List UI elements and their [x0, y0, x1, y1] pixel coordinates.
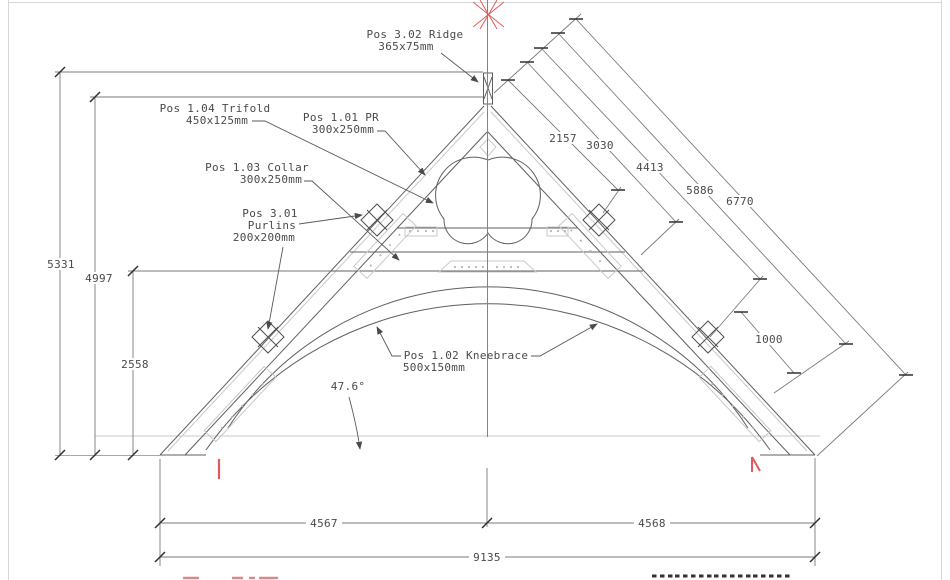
kneebrace-plate-left	[203, 365, 277, 443]
collar-joint-plate-right	[558, 212, 622, 280]
center-plate-dots	[453, 265, 520, 269]
setting-out-mark-right	[751, 456, 761, 472]
label-trifold-line2: 450x125mm	[186, 114, 248, 127]
purlin-markers	[251, 203, 725, 354]
label-purlins: Pos 3.01 Purlins 200x200mm	[233, 207, 363, 330]
centerline-group	[217, 0, 761, 479]
dim-purlin-offset: 1000	[734, 311, 801, 374]
joint-plates	[203, 212, 772, 443]
label-purlins-line1: Pos 3.01	[242, 207, 297, 220]
purlin-marker-left-upper	[360, 203, 394, 237]
right-rafter-outer-edge	[490, 105, 816, 456]
dimensions: 5331 4997 2558	[44, 13, 913, 566]
purlin-marker-right-upper	[582, 203, 616, 237]
dim-height-total: 5331	[44, 66, 483, 461]
dim-pitch-angle: 47.6°	[331, 380, 366, 450]
left-rafter-inner-edge	[184, 131, 488, 456]
rafter-dim-ticks	[501, 18, 913, 376]
dim-text-9135: 9135	[473, 551, 501, 564]
label-ridge-line1: Pos 3.02 Ridge	[367, 28, 464, 41]
page-frame	[8, 0, 942, 580]
label-pr-line2: 300x250mm	[312, 123, 374, 136]
label-pr-line1: Pos 1.01 PR	[303, 111, 379, 124]
label-purlins-line2: Purlins	[248, 219, 296, 232]
dim-text-4413: 4413	[636, 161, 664, 174]
dim-text-4568: 4568	[638, 517, 666, 530]
right-rafter-inner-edge	[487, 131, 791, 456]
construction-lines	[55, 435, 820, 456]
dim-text-1000: 1000	[755, 333, 783, 346]
kneebrace-plate-right	[698, 365, 772, 443]
label-collar-line1: Pos 1.03 Collar	[205, 161, 309, 174]
label-kneebrace-line1: Pos 1.02 Kneebrace	[404, 349, 529, 362]
purlin-marker-left-lower	[251, 320, 285, 354]
label-kneebrace: Pos 1.02 Kneebrace 500x150mm	[376, 323, 598, 374]
dim-text-5886: 5886	[686, 184, 714, 197]
dim-bottom-spans: 4567 4568 9135	[154, 458, 821, 566]
dim-rafter-set: 2157 3030 4413 5886 6770	[493, 13, 913, 457]
centerline-apex-symbol	[472, 0, 505, 30]
label-purlins-line3: 200x200mm	[233, 231, 295, 244]
dim-text-6770: 6770	[726, 195, 754, 208]
collar-joint-plate-left	[353, 212, 417, 280]
left-rafter-outer-edge	[159, 105, 485, 456]
label-collar-line2: 300x250mm	[240, 173, 302, 186]
dim-text-3030: 3030	[586, 139, 614, 152]
label-pr: Pos 1.01 PR 300x250mm	[303, 111, 426, 176]
clipped-bottom-text	[183, 574, 790, 580]
label-ridge: Pos 3.02 Ridge 365x75mm	[367, 28, 479, 83]
dim-height-collar: 2558	[118, 265, 331, 461]
label-kneebrace-line2: 500x150mm	[403, 361, 465, 374]
collar-top-plate-right	[546, 226, 569, 237]
dim-text-5331: 5331	[47, 258, 75, 271]
dim-text-4997: 4997	[85, 272, 113, 285]
label-ridge-line2: 365x75mm	[378, 40, 433, 53]
label-trifold-line1: Pos 1.04 Trifold	[160, 102, 271, 115]
dim-text-angle: 47.6°	[331, 380, 366, 393]
dim-height-underside: 4997	[82, 91, 483, 461]
purlin-marker-right-lower	[691, 320, 725, 354]
left-rafter-chamfer	[167, 111, 485, 452]
center-joint-plate	[437, 260, 538, 273]
label-trifold: Pos 1.04 Trifold 450x125mm	[160, 102, 434, 204]
dim-text-2157: 2157	[549, 132, 577, 145]
right-rafter-chamfer	[490, 111, 808, 452]
collar-top-plate-left	[404, 226, 438, 237]
leader-labels: Pos 3.02 Ridge 365x75mm Pos 1.04 Trifold…	[160, 28, 598, 374]
dim-text-2558: 2558	[121, 358, 149, 371]
dim-text-4567: 4567	[310, 517, 338, 530]
label-collar: Pos 1.03 Collar 300x250mm	[205, 161, 400, 261]
